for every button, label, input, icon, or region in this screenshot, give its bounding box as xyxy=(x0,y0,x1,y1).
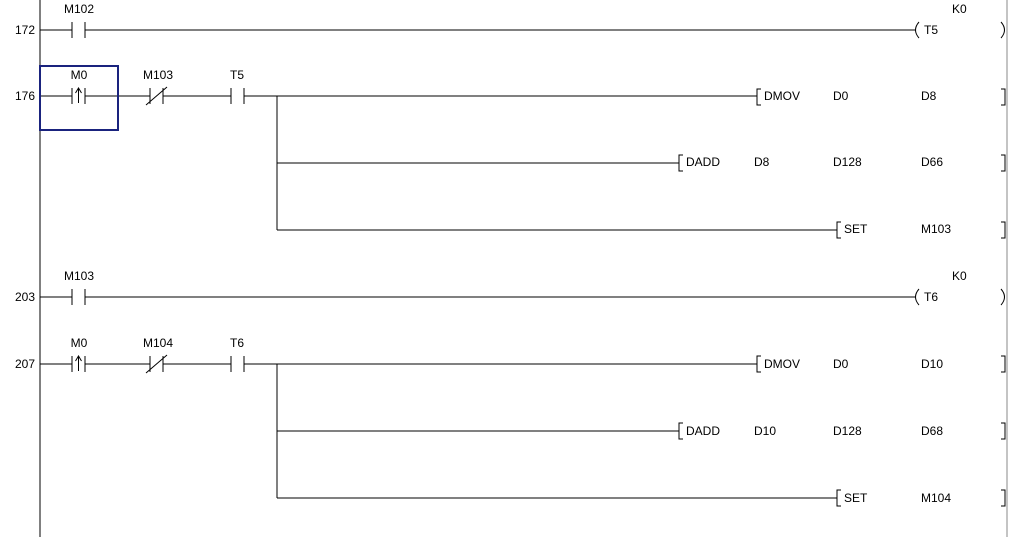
rung-203[interactable]: 203 M103 T6 K0 xyxy=(15,269,1005,306)
contact-nc[interactable]: M104 xyxy=(143,336,173,374)
instruction-op: SET xyxy=(844,222,868,236)
instruction-op: DMOV xyxy=(764,357,800,371)
instruction-set[interactable]: SET M103 xyxy=(836,221,1006,239)
contact-nc[interactable]: M103 xyxy=(143,68,173,106)
contact-label: T6 xyxy=(230,336,244,350)
step-number: 172 xyxy=(15,23,35,37)
contact-label: M103 xyxy=(64,269,94,283)
contact-no[interactable]: T6 xyxy=(230,336,245,372)
contact-label: M104 xyxy=(143,336,173,350)
coil-label: T6 xyxy=(924,290,938,304)
rung-172[interactable]: 172 M102 T5 K0 xyxy=(15,2,1005,39)
instruction-arg: M104 xyxy=(921,491,951,505)
instruction-op: DMOV xyxy=(764,89,800,103)
instruction-arg: M103 xyxy=(921,222,951,236)
rung-176[interactable]: 176 M0 M103 T5 DMOV xyxy=(15,68,1006,239)
contact-rising-edge[interactable]: M0 xyxy=(71,336,88,372)
contact-label: T5 xyxy=(230,68,244,82)
step-number: 207 xyxy=(15,357,35,371)
contact-label: M102 xyxy=(64,2,94,16)
instruction-arg: D8 xyxy=(921,89,937,103)
instruction-arg: D128 xyxy=(833,155,862,169)
instruction-arg: D0 xyxy=(833,357,849,371)
instruction-op: DADD xyxy=(686,155,720,169)
instruction-set[interactable]: SET M104 xyxy=(836,489,1006,507)
instruction-arg: D0 xyxy=(833,89,849,103)
contact-label: M0 xyxy=(71,68,88,82)
coil-constant: K0 xyxy=(952,2,967,16)
instruction-dmov[interactable]: DMOV D0 D10 xyxy=(756,355,1006,373)
instruction-arg: D8 xyxy=(754,155,770,169)
contact-no[interactable]: M103 xyxy=(64,269,94,305)
instruction-arg: D128 xyxy=(833,424,862,438)
contact-rising-edge[interactable]: M0 xyxy=(71,68,88,104)
instruction-arg: D10 xyxy=(921,357,943,371)
contact-no[interactable]: T5 xyxy=(230,68,245,104)
instruction-dadd[interactable]: DADD D8 D128 D66 xyxy=(678,154,1006,172)
contact-label: M103 xyxy=(143,68,173,82)
instruction-op: SET xyxy=(844,491,868,505)
timer-coil[interactable]: T6 K0 xyxy=(915,269,1005,306)
instruction-op: DADD xyxy=(686,424,720,438)
rung-207[interactable]: 207 M0 M104 T6 DMOV xyxy=(15,336,1006,507)
instruction-arg: D68 xyxy=(921,424,943,438)
selection-cursor[interactable] xyxy=(39,65,119,131)
coil-label: T5 xyxy=(924,23,938,37)
coil-constant: K0 xyxy=(952,269,967,283)
timer-coil[interactable]: T5 K0 xyxy=(915,2,1005,39)
instruction-dmov[interactable]: DMOV D0 D8 xyxy=(756,88,1006,106)
step-number: 176 xyxy=(15,89,35,103)
contact-label: M0 xyxy=(71,336,88,350)
step-number: 203 xyxy=(15,290,35,304)
instruction-dadd[interactable]: DADD D10 D128 D68 xyxy=(678,422,1006,440)
instruction-arg: D66 xyxy=(921,155,943,169)
instruction-arg: D10 xyxy=(754,424,776,438)
contact-no[interactable]: M102 xyxy=(64,2,94,38)
